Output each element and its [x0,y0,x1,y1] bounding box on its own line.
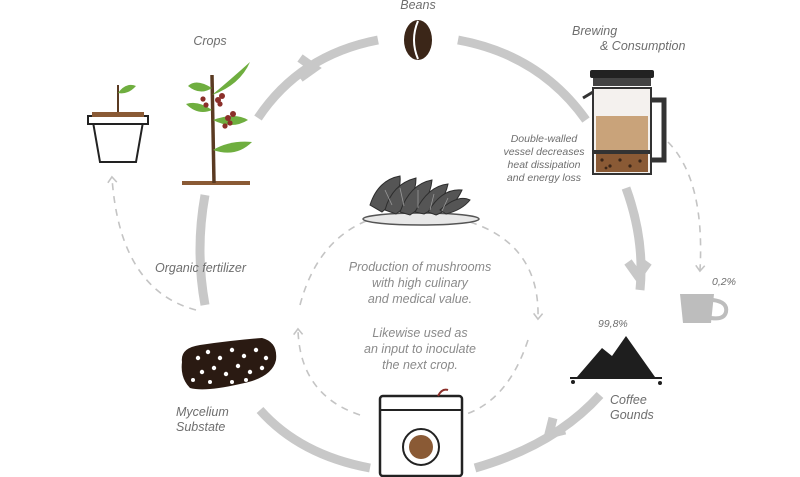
label-mushrooms: Production of mushrooms with high culina… [330,259,510,307]
dashed-inner-arc-top [299,214,386,306]
label-vessel-line1: Double-walled [510,133,578,145]
mushroom-plate-icon [362,175,480,226]
dashed-inner-arc-left [293,327,361,416]
ring-arc-beans-brewing [457,35,590,123]
label-coffee-grounds: Coffee Gounds [610,393,654,423]
label-grounds-percent: 99,8% [598,318,628,330]
label-vessel-line3: heat dissipation [507,159,581,171]
coffee-bean-icon [404,20,432,60]
dashed-fertilizer-to-pot [107,175,197,311]
ring-chevron-top [297,54,322,82]
label-cup-percent: 0,2% [712,276,736,288]
label-vessel: Double-walled vessel decreases heat diss… [502,133,586,185]
label-coffee-line1: Coffee [610,393,647,407]
ring-arc-bag-substrate [256,406,371,473]
label-mushrooms-line1: Production of mushrooms [348,260,492,274]
label-brewing: Brewing & Consumption [572,24,685,54]
label-mycelium-line1: Mycelium [176,405,229,419]
label-brewing-line2: & Consumption [600,39,686,53]
label-vessel-line4: and energy loss [506,172,582,184]
ring-chevron-bottom-right [542,416,567,441]
label-mycelium: Mycelium Substate [176,405,229,435]
label-brewing-line1: Brewing [572,24,618,38]
label-mushrooms-line3: and medical value. [367,292,473,306]
french-press-icon [582,70,667,175]
dashed-inner-arc-right [469,221,544,321]
ring-chevron-right [624,259,652,284]
label-vessel-line2: vessel decreases [503,146,585,158]
label-mycelium-line2: Substate [176,420,226,434]
label-inoculate-line2: an input to inoculate [364,342,476,356]
coffee-plant-icon [182,62,252,185]
cup-icon [680,294,729,323]
label-crops: Crops [193,34,227,48]
mycelium-substrate-icon [181,338,277,390]
label-mushrooms-line2: with high culinary [372,276,468,290]
label-beans: Beans [400,0,436,12]
label-inoculate: Likewise used as an input to inoculate t… [330,325,510,373]
ring-arc-substrate-crops [195,194,210,306]
label-organic-fertilizer: Organic fertilizer [155,261,246,275]
ring-arc-crops-beans [254,35,379,121]
dashed-press-to-cup [667,141,706,273]
label-coffee-line2: Gounds [610,408,654,422]
ring-arc-grounds-bag [473,391,604,473]
sprout-pot-icon [87,84,149,163]
label-inoculate-line1: Likewise used as [372,326,468,340]
label-inoculate-line3: the next crop. [382,358,458,372]
coffee-grounds-icon [570,336,662,385]
grow-bag-icon [378,388,464,477]
